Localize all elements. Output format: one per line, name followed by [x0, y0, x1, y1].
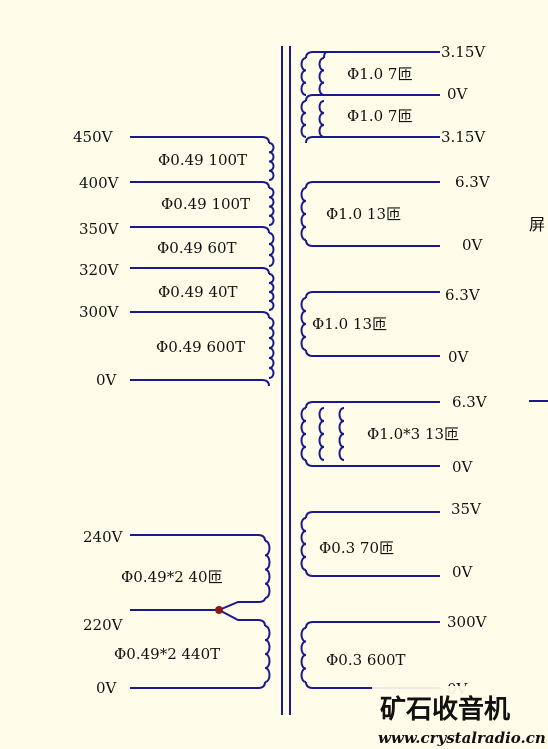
primary-winding-5: Φ0.49 600T	[156, 338, 245, 356]
mains-lead-240v	[130, 534, 266, 542]
sec6-bottom-lead	[305, 681, 440, 689]
sec1-bottom-voltage: 3.15V	[441, 128, 486, 146]
primary-coil-1	[268, 187, 275, 226]
sec3-coil-0	[300, 297, 307, 351]
primary-tap-350v: 350V	[79, 220, 120, 238]
mains-winding-1: Φ0.49*2 40匝	[121, 568, 223, 586]
sec5-bottom-voltage: 0V	[452, 563, 474, 581]
sec3-top-voltage: 6.3V	[445, 286, 481, 304]
mains-coil-lower	[264, 625, 271, 683]
primary-winding-2: Φ0.49 100T	[161, 195, 250, 213]
sec4-top-lead	[305, 401, 440, 409]
sec4-coil-2	[338, 407, 345, 461]
primary-tap-lead-0	[130, 136, 270, 144]
sec4-coil-1	[318, 407, 325, 461]
mains-tap-240v: 240V	[83, 528, 124, 546]
sec2-top-voltage: 6.3V	[455, 173, 491, 191]
primary-winding-3: Φ0.49 60T	[157, 239, 237, 257]
primary-tap-320v: 320V	[79, 261, 120, 279]
sec5-coil-0	[300, 517, 307, 571]
mains-tap-220v: 220V	[83, 616, 124, 634]
mains-upper-join	[218, 597, 266, 611]
primary-tap-lead-3	[130, 267, 270, 275]
primary-tap-400v: 400V	[79, 174, 120, 192]
primary-coil-0	[268, 142, 275, 181]
sec1-lead-2	[305, 136, 440, 144]
sec1-coil-b1	[318, 57, 325, 96]
sec3-top-lead	[305, 291, 440, 299]
sec6-top-lead	[305, 621, 440, 629]
sec1-coil-a2	[300, 100, 307, 138]
primary-coil-3	[268, 273, 275, 311]
primary-winding-4: Φ0.49 40T	[158, 283, 238, 301]
primary-coil-2	[268, 232, 275, 267]
sec5-winding: Φ0.3 70匝	[319, 539, 394, 557]
sec1-coil-b2	[318, 100, 325, 138]
sec5-bottom-lead	[305, 569, 440, 577]
mains-winding-2: Φ0.49*2 440T	[114, 645, 220, 663]
mains-tap-0v: 0V	[96, 679, 118, 697]
sec6-coil-0	[300, 627, 307, 683]
mains-lead-0v	[130, 681, 266, 689]
sec3-bottom-lead	[305, 349, 440, 357]
sec2-coil-0	[300, 187, 307, 241]
watermark-backdrop	[372, 686, 548, 749]
sec1-winding-2: Φ1.0 7匝	[347, 107, 412, 125]
primary-tap-lead-4	[130, 311, 270, 319]
watermark-logo-text: 矿石收音机	[380, 694, 510, 725]
sec1-winding-1: Φ1.0 7匝	[347, 65, 412, 83]
sec4-top-voltage: 6.3V	[452, 393, 488, 411]
shield-label: 屏	[529, 215, 545, 234]
sec2-top-lead	[305, 181, 440, 189]
mains-coil-upper	[264, 540, 271, 599]
sec2-bottom-lead	[305, 239, 440, 247]
primary-tap-0v: 0V	[96, 371, 118, 389]
sec6-winding: Φ0.3 600T	[326, 651, 406, 669]
primary-winding-1: Φ0.49 100T	[158, 151, 247, 169]
sec3-bottom-voltage: 0V	[448, 348, 470, 366]
sec2-winding: Φ1.0 13匝	[326, 205, 401, 223]
primary-coil-4	[268, 317, 275, 379]
sec2-bottom-voltage: 0V	[462, 236, 484, 254]
sec1-top-voltage: 3.15V	[441, 43, 486, 61]
sec4-bottom-voltage: 0V	[452, 458, 474, 476]
sec1-strand-top	[323, 51, 328, 59]
mains-lower-join	[218, 609, 266, 627]
sec1-coil-a1	[300, 57, 307, 96]
sec5-top-voltage: 35V	[451, 500, 482, 518]
sec1-lead-1	[305, 94, 440, 102]
mains-junction-dot	[215, 606, 223, 614]
wire-layer	[130, 46, 548, 715]
primary-tap-300v: 300V	[79, 303, 120, 321]
primary-tap-lead-1	[130, 181, 270, 189]
primary-tap-lead-2	[130, 226, 270, 234]
sec1-lead-0	[305, 51, 440, 59]
primary-tap-lead-5	[130, 379, 270, 387]
watermark-url: www.crystalradio.cn	[378, 729, 546, 747]
sec1-mid-voltage: 0V	[447, 85, 469, 103]
sec6-top-voltage: 300V	[447, 613, 488, 631]
primary-tap-450v: 450V	[73, 128, 114, 146]
sec4-bottom-lead	[305, 459, 440, 467]
sec5-top-lead	[305, 511, 440, 519]
sec3-winding: Φ1.0 13匝	[312, 315, 387, 333]
sec4-winding: Φ1.0*3 13匝	[367, 425, 459, 443]
sec4-coil-0	[300, 407, 307, 461]
